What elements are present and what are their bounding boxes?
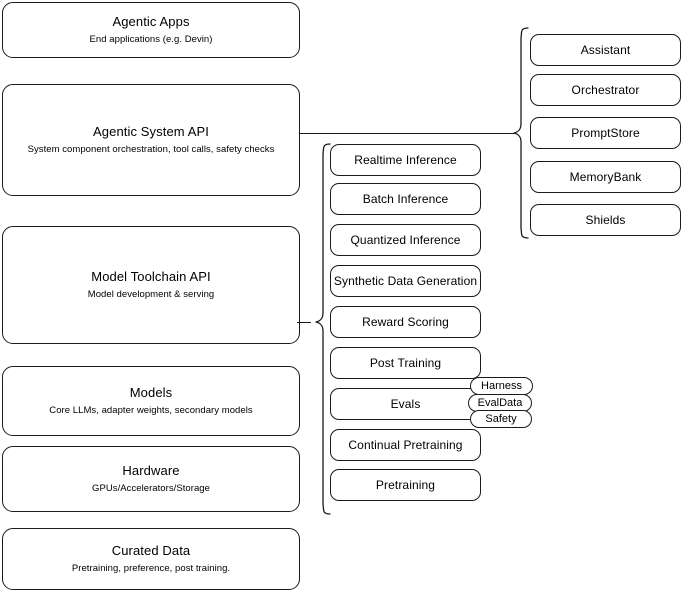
layer-box-hardware[interactable]: Hardware GPUs/Accelerators/Storage	[2, 446, 300, 512]
component-label: Shields	[585, 213, 626, 227]
evals-tag-label: Safety	[485, 413, 517, 425]
component-box-promptstore[interactable]: PromptStore	[530, 117, 681, 149]
evals-tag-evaldata[interactable]: EvalData	[468, 394, 532, 412]
layer-title: Model Toolchain API	[91, 269, 211, 284]
layer-subtitle: System component orchestration, tool cal…	[27, 144, 275, 155]
capability-box-evals[interactable]: Evals	[330, 388, 481, 420]
layer-box-agentic-system-api[interactable]: Agentic System API System component orch…	[2, 84, 300, 196]
evals-tag-harness[interactable]: Harness	[470, 377, 533, 395]
capability-label: Pretraining	[375, 478, 436, 492]
component-box-orchestrator[interactable]: Orchestrator	[530, 74, 681, 106]
connector-model-toolchain-api-to-capabilities	[297, 322, 311, 324]
component-box-assistant[interactable]: Assistant	[530, 34, 681, 66]
component-label: PromptStore	[571, 126, 640, 140]
component-box-memorybank[interactable]: MemoryBank	[530, 161, 681, 193]
component-label: MemoryBank	[569, 170, 642, 184]
layer-subtitle: End applications (e.g. Devin)	[89, 34, 213, 45]
capability-label: Evals	[390, 397, 421, 411]
layer-title: Agentic System API	[93, 124, 209, 139]
component-label: Orchestrator	[571, 83, 640, 97]
capability-label: Quantized Inference	[350, 233, 461, 247]
layer-subtitle: Core LLMs, adapter weights, secondary mo…	[49, 405, 253, 416]
evals-tag-label: Harness	[481, 380, 522, 392]
evals-tag-safety[interactable]: Safety	[470, 410, 532, 428]
layer-subtitle: GPUs/Accelerators/Storage	[92, 483, 210, 494]
capability-box-synthetic-data-generation[interactable]: Synthetic Data Generation	[330, 265, 481, 297]
layer-subtitle: Model development & serving	[87, 289, 215, 300]
evals-tag-label: EvalData	[477, 397, 523, 409]
layer-box-model-toolchain-api[interactable]: Model Toolchain API Model development & …	[2, 226, 300, 344]
connector-agentic-system-api-to-components	[300, 133, 514, 135]
layer-title: Agentic Apps	[112, 14, 190, 29]
capability-box-reward-scoring[interactable]: Reward Scoring	[330, 306, 481, 338]
layer-title: Models	[129, 385, 173, 400]
layer-title: Hardware	[122, 463, 180, 478]
capability-box-pretraining[interactable]: Pretraining	[330, 469, 481, 501]
capability-label: Continual Pretraining	[348, 438, 463, 452]
layer-title: Curated Data	[111, 543, 191, 558]
layer-subtitle: Pretraining, preference, post training.	[71, 563, 231, 574]
capability-box-post-training[interactable]: Post Training	[330, 347, 481, 379]
layer-box-models[interactable]: Models Core LLMs, adapter weights, secon…	[2, 366, 300, 436]
capability-box-continual-pretraining[interactable]: Continual Pretraining	[330, 429, 481, 461]
capability-label: Reward Scoring	[362, 315, 449, 329]
layer-box-agentic-apps[interactable]: Agentic Apps End applications (e.g. Devi…	[2, 2, 300, 58]
capability-box-quantized-inference[interactable]: Quantized Inference	[330, 224, 481, 256]
capability-label: Realtime Inference	[354, 153, 457, 167]
capability-label: Synthetic Data Generation	[333, 274, 478, 288]
bracket-system-components	[513, 27, 529, 239]
capability-label: Batch Inference	[362, 192, 449, 206]
component-label: Assistant	[580, 43, 631, 57]
bracket-toolchain-capabilities	[315, 143, 331, 515]
capability-label: Post Training	[369, 356, 442, 370]
capability-box-realtime-inference[interactable]: Realtime Inference	[330, 144, 481, 176]
component-box-shields[interactable]: Shields	[530, 204, 681, 236]
capability-box-batch-inference[interactable]: Batch Inference	[330, 183, 481, 215]
layer-box-curated-data[interactable]: Curated Data Pretraining, preference, po…	[2, 528, 300, 590]
